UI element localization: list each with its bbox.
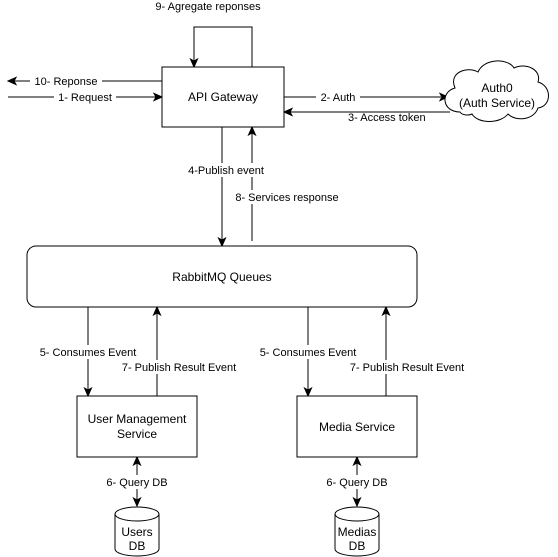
label-response: 10- Reponse [35,76,98,88]
arrowhead-publish-event [217,236,227,248]
label-bg-consumes-right [258,345,360,359]
label-bg-query-db-right [324,475,390,489]
arrowhead-query-db-left-up [132,455,142,467]
node-media-service[interactable]: Media Service [296,395,418,458]
arrowhead-query-db-left-down [132,496,142,508]
arrowhead-services-response [247,125,257,137]
label-publish-result-left: 7- Publish Result Event [122,362,236,374]
label-consumes-left: 5- Consumes Event [40,347,137,359]
users-db-label-line1: Users [121,525,152,539]
label-publish-result-right: 7- Publish Result Event [350,362,464,374]
arrowhead-aggregate [189,57,199,69]
label-bg-auth [316,90,360,104]
node-medias-db[interactable]: Medias DB [334,506,380,557]
arrowhead-response [6,76,18,86]
edge-aggregate-loop [193,26,253,67]
label-access-token: 3- Access token [348,112,426,124]
node-api-gateway[interactable]: API Gateway [161,66,285,128]
user-mgmt-label-line2: Service [117,427,157,441]
label-bg-response [30,74,102,88]
arrowhead-consumes-left [83,386,93,398]
users-db-label-line2: DB [129,539,146,553]
arrowhead-query-db-right-up [352,455,362,467]
rabbitmq-label: RabbitMQ Queues [172,270,271,284]
arrowhead-publish-result-left [152,305,162,317]
label-bg-query-db-left [104,475,170,489]
user-mgmt-label-line1: User Management [88,412,187,426]
cloud-shape [444,60,549,122]
label-request: 1- Request [58,92,112,104]
auth0-label-line1: Auth0 [481,81,513,95]
label-bg-request [54,90,116,104]
label-query-db-right: 6- Query DB [326,477,387,489]
node-user-management-service[interactable]: User Management Service [76,395,198,458]
node-users-db[interactable]: Users DB [114,506,160,557]
node-auth0-cloud[interactable]: Auth0 (Auth Service) [444,60,549,122]
arrowhead-consumes-right [303,386,313,398]
label-bg-services-response [230,190,346,204]
arrowhead-publish-result-right [381,305,391,317]
auth0-label-line2: (Auth Service) [459,96,535,110]
label-bg-publish-result-left [120,360,240,374]
label-bg-publish-result-right [348,360,468,374]
medias-db-label-line2: DB [349,539,366,553]
label-bg-publish-event [184,163,270,177]
arrowhead-query-db-right-down [352,496,362,508]
arrow-heads [6,57,450,508]
edge-labels: 10- Reponse 1- Request 2- Auth 3- Access… [30,1,468,489]
api-gateway-label: API Gateway [188,90,258,104]
label-auth: 2- Auth [321,92,356,104]
medias-db-label-line1: Medias [338,525,377,539]
label-query-db-left: 6- Query DB [106,477,167,489]
arrowhead-auth [438,92,450,102]
label-aggregate: 9- Agregate reponses [155,1,261,13]
label-services-response: 8- Services response [235,192,338,204]
arrowhead-request [152,92,164,102]
label-publish-event: 4-Publish event [188,165,264,177]
arrowhead-access-token [282,107,294,117]
label-consumes-right: 5- Consumes Event [260,347,357,359]
node-rabbitmq[interactable]: RabbitMQ Queues [26,245,418,308]
label-bg-consumes-left [38,345,140,359]
media-service-label: Media Service [319,420,395,434]
